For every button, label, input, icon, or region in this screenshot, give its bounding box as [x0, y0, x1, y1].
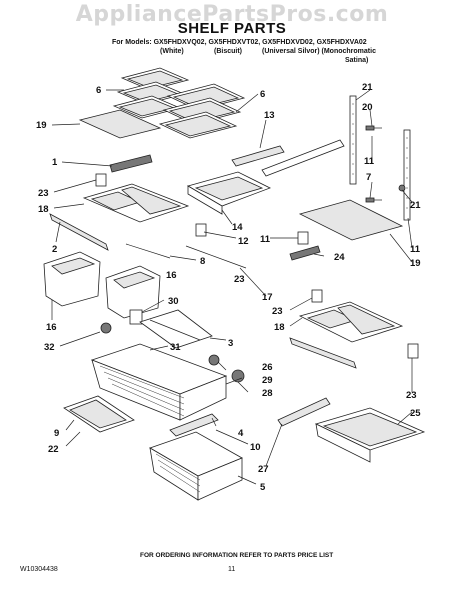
callout-6: 6 — [260, 89, 265, 100]
callout-27: 27 — [258, 464, 269, 475]
crisper-drawer-right — [105, 265, 161, 319]
callout-23: 23 — [272, 306, 283, 317]
callout-30: 30 — [168, 296, 179, 307]
callout-29: 29 — [262, 375, 273, 386]
callout-14: 14 — [232, 222, 243, 233]
callout-23: 23 — [234, 274, 245, 285]
drawer-rail — [261, 139, 345, 177]
drawer-track — [231, 145, 285, 167]
crisper-drawer-left — [43, 251, 101, 307]
ordering-info-footer: FOR ORDERING INFORMATION REFER TO PARTS … — [140, 552, 334, 559]
roller-32 — [100, 322, 112, 334]
glass-panel-right — [298, 199, 404, 241]
callout-23: 23 — [406, 390, 417, 401]
page-title: SHELF PARTS — [177, 20, 287, 37]
leader-lines — [51, 89, 413, 485]
callout-1: 1 — [52, 157, 58, 168]
deli-drawer — [314, 407, 426, 463]
callout-13: 13 — [264, 110, 275, 121]
crisper-cover-right — [298, 301, 404, 343]
color-white: (White) — [160, 48, 184, 55]
callout-12: 12 — [238, 236, 249, 247]
clip-23-far — [407, 343, 419, 359]
callout-3: 3 — [228, 338, 233, 349]
callout-11: 11 — [364, 156, 375, 167]
callout-24: 24 — [334, 252, 345, 263]
callout-11: 11 — [410, 244, 421, 255]
clip-23-right — [311, 289, 323, 303]
rail-right — [403, 129, 411, 221]
callout-32: 32 — [44, 342, 55, 353]
glass-panel-left — [78, 109, 162, 139]
callout-17: 17 — [262, 292, 273, 303]
callout-21: 21 — [362, 82, 373, 93]
color-biscuit: (Biscuit) — [214, 48, 242, 55]
callout-23: 23 — [38, 188, 49, 199]
document-id: W10304438 — [20, 566, 58, 573]
glass-shelves-right — [158, 83, 246, 139]
callout-31: 31 — [170, 342, 181, 353]
screw-7 — [365, 197, 382, 203]
color-silver: (Universal Silvor) (Monochromatic — [262, 48, 376, 55]
callout-21: 21 — [410, 200, 421, 211]
side-bracket — [169, 413, 219, 437]
callout-5: 5 — [260, 482, 266, 493]
callout-16: 16 — [46, 322, 57, 333]
callout-20: 20 — [362, 102, 373, 113]
callout-16: 16 — [166, 270, 177, 281]
callout-9: 9 — [54, 428, 59, 439]
callout-22: 22 — [48, 444, 59, 455]
callout-10: 10 — [250, 442, 261, 453]
bracket-24 — [289, 245, 321, 261]
callout-8: 8 — [200, 256, 205, 267]
callout-2: 2 — [52, 244, 57, 255]
bracket-30 — [129, 309, 143, 325]
callout-11: 11 — [260, 234, 271, 245]
pantry-drawer — [186, 171, 271, 215]
trim-strip — [49, 213, 109, 251]
page-number: 11 — [228, 566, 236, 573]
callout-4: 4 — [238, 428, 244, 439]
callout-6: 6 — [96, 85, 101, 96]
basket-frame — [139, 309, 213, 349]
callout-18: 18 — [38, 204, 49, 215]
callout-25: 25 — [410, 408, 421, 419]
drawer-divider — [63, 395, 135, 433]
trim-strip-right — [289, 337, 357, 369]
handle-bar — [277, 397, 331, 427]
crisper-cover-left — [82, 183, 190, 223]
clip-12 — [195, 223, 207, 237]
models-line: For Models: GX5FHDXVQ02, GX5FHDXVT02, GX… — [112, 39, 367, 46]
rod-8 — [125, 243, 171, 259]
callout-7: 7 — [366, 172, 371, 183]
rail-left — [349, 95, 357, 185]
watermark-text: AppliancePartsPros.com — [75, 2, 389, 27]
callout-26: 26 — [262, 362, 273, 373]
clip-11 — [297, 231, 309, 245]
color-satina: Satina) — [345, 57, 369, 64]
wire-basket-lower — [149, 431, 243, 501]
screw-21 — [398, 184, 406, 192]
callout-19: 19 — [410, 258, 421, 269]
roller-29 — [208, 354, 220, 366]
screw-20 — [365, 125, 382, 131]
callout-labels: 6 6 19 13 1 23 18 2 8 16 16 32 30 31 9 2… — [36, 82, 421, 493]
shelf-bracket — [109, 154, 153, 173]
roller-28 — [231, 369, 245, 383]
wire-basket-upper — [90, 343, 228, 421]
callout-19: 19 — [36, 120, 47, 131]
callout-18: 18 — [274, 322, 285, 333]
clip-left — [95, 173, 107, 187]
rod-17 — [185, 245, 247, 269]
callout-28: 28 — [262, 388, 273, 399]
